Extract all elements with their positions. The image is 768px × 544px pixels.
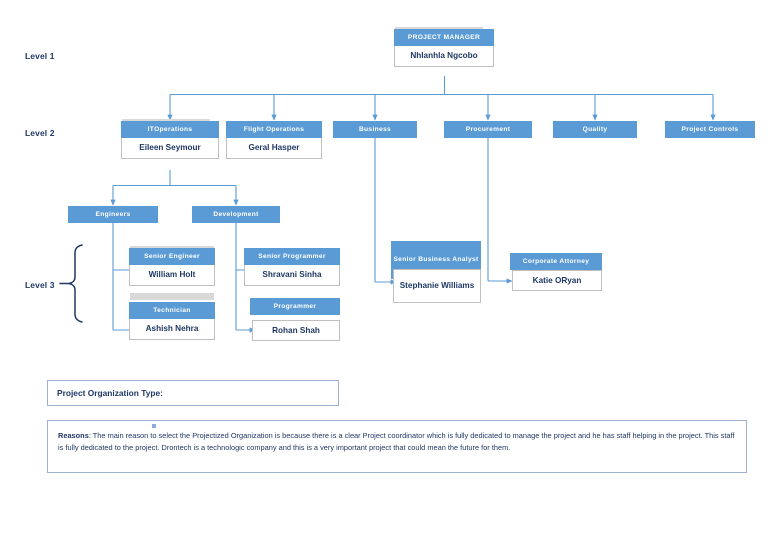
senior-engineer-title: Senior Engineer bbox=[129, 248, 215, 265]
project-manager-title: PROJECT MANAGER bbox=[394, 29, 494, 46]
node-project-controls[interactable]: Project Controls bbox=[665, 121, 755, 138]
corporate-attorney-name: Katie ORyan bbox=[512, 270, 602, 291]
reasons-body: : The main reason to select the Projecti… bbox=[58, 431, 735, 452]
it-operations-name: Eileen Seymour bbox=[121, 138, 219, 159]
node-flight-operations[interactable]: Flight Operations Geral Hasper bbox=[226, 121, 322, 159]
business-title: Business bbox=[333, 121, 417, 138]
node-senior-programmer[interactable]: Senior Programmer Shravani Sinha bbox=[244, 248, 340, 286]
senior-business-analyst-name: Stephanie Williams bbox=[393, 269, 481, 303]
flight-operations-name: Geral Hasper bbox=[226, 138, 322, 159]
flight-operations-title: Flight Operations bbox=[226, 121, 322, 138]
level-3-label: Level 3 bbox=[25, 280, 55, 290]
project-organization-type-box[interactable]: Project Organization Type: bbox=[47, 380, 339, 406]
node-project-manager[interactable]: PROJECT MANAGER Nhlanhla Ngcobo bbox=[394, 29, 494, 67]
senior-programmer-name: Shravani Sinha bbox=[244, 265, 340, 286]
node-technician[interactable]: Technician Ashish Nehra bbox=[129, 302, 215, 340]
senior-programmer-title: Senior Programmer bbox=[244, 248, 340, 265]
level-2-label: Level 2 bbox=[25, 128, 55, 138]
technician-title: Technician bbox=[129, 302, 215, 319]
corporate-attorney-title: Corporate Attorney bbox=[510, 253, 602, 270]
node-quality[interactable]: Quality bbox=[553, 121, 637, 138]
project-manager-name: Nhlanhla Ngcobo bbox=[394, 46, 494, 67]
stray-mark bbox=[152, 424, 156, 428]
node-senior-engineer[interactable]: Senior Engineer William Holt bbox=[129, 248, 215, 286]
programmer-name: Rohan Shah bbox=[252, 320, 340, 341]
node-business[interactable]: Business bbox=[333, 121, 417, 138]
node-corporate-attorney[interactable]: Corporate Attorney Katie ORyan bbox=[510, 253, 602, 293]
reasons-text: Reasons: The main reason to select the P… bbox=[48, 421, 746, 463]
node-procurement[interactable]: Procurement bbox=[444, 121, 532, 138]
procurement-title: Procurement bbox=[444, 121, 532, 138]
node-it-operations[interactable]: ITOperations Eileen Seymour bbox=[121, 121, 219, 159]
quality-title: Quality bbox=[553, 121, 637, 138]
development-title: Development bbox=[192, 206, 280, 223]
engineers-title: Engineers bbox=[68, 206, 158, 223]
level-1-label: Level 1 bbox=[25, 51, 55, 61]
senior-engineer-name: William Holt bbox=[129, 265, 215, 286]
technician-tab bbox=[130, 293, 214, 300]
technician-name: Ashish Nehra bbox=[129, 319, 215, 340]
node-senior-business-analyst[interactable]: Senior Business Analyst Stephanie Willia… bbox=[391, 241, 481, 305]
reasons-box[interactable]: Reasons: The main reason to select the P… bbox=[47, 420, 747, 473]
programmer-title: Programmer bbox=[250, 298, 340, 315]
project-organization-type-label: Project Organization Type: bbox=[57, 388, 163, 398]
project-controls-title: Project Controls bbox=[665, 121, 755, 138]
node-engineers[interactable]: Engineers bbox=[68, 206, 158, 223]
reasons-label: Reasons bbox=[58, 431, 89, 440]
node-programmer[interactable]: Programmer Rohan Shah bbox=[250, 298, 340, 344]
node-development[interactable]: Development bbox=[192, 206, 280, 223]
it-operations-title: ITOperations bbox=[121, 121, 219, 138]
